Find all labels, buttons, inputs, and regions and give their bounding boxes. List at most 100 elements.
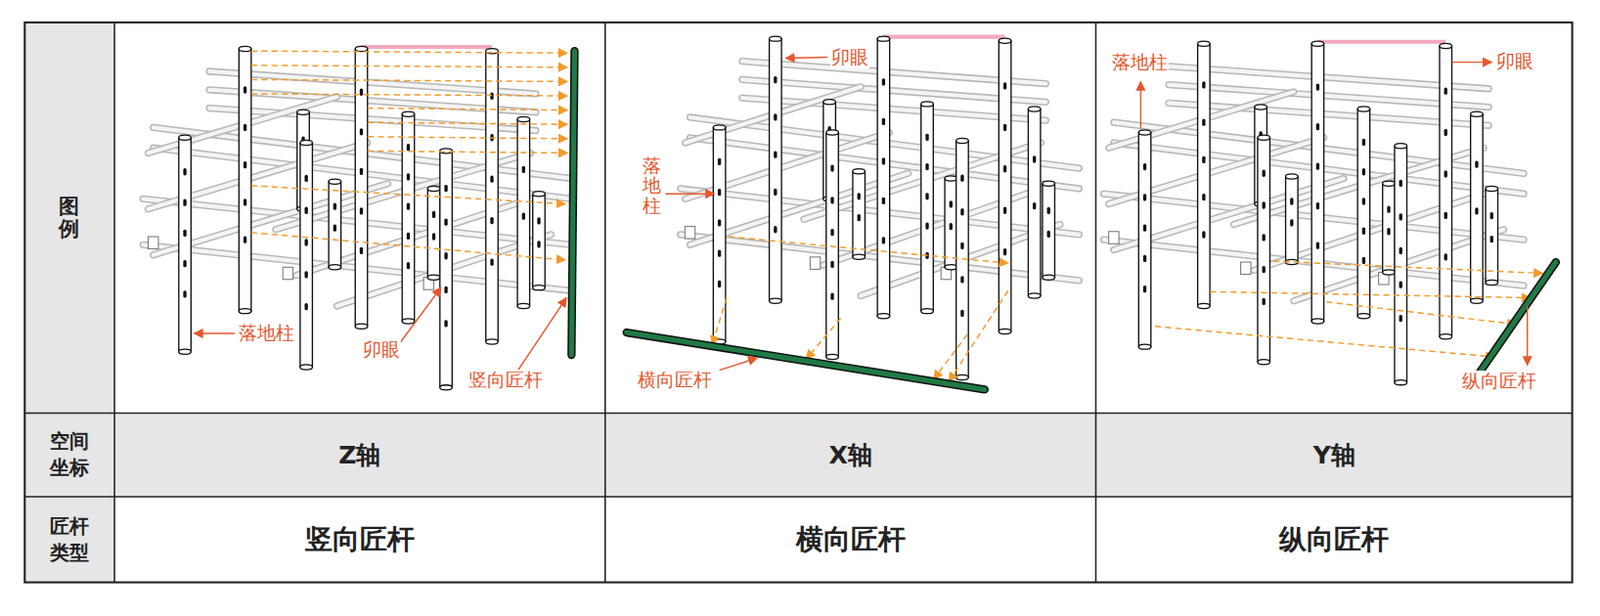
mortise-hole — [882, 197, 886, 205]
mortise-hole — [406, 203, 410, 211]
mortise-hole — [882, 157, 886, 165]
mortise-hole — [1289, 219, 1293, 226]
column-top — [826, 130, 840, 135]
mortise-hole — [1444, 87, 1448, 94]
column-base — [1382, 269, 1396, 275]
table-cell: 横向匠杆 — [605, 496, 1097, 583]
mortise-hole — [857, 214, 861, 222]
column-top — [769, 36, 783, 42]
mortise-hole — [444, 286, 447, 294]
mortise-hole — [1474, 207, 1478, 215]
column-top — [178, 134, 192, 140]
column-top — [238, 45, 252, 51]
dashed-arrow — [1155, 326, 1495, 357]
mortise-hole — [444, 219, 447, 226]
mortise-hole — [243, 124, 247, 132]
column-top — [1254, 104, 1268, 110]
mortise-hole — [1316, 242, 1320, 250]
mortise-hole — [960, 175, 964, 182]
mortise-hole — [243, 236, 247, 244]
column — [533, 193, 546, 288]
mortise-hole — [359, 168, 363, 176]
pink-bar — [1317, 40, 1446, 45]
mortise-hole — [830, 261, 834, 268]
mortise-hole — [1474, 161, 1478, 169]
column-top — [1286, 174, 1299, 179]
column — [1257, 137, 1271, 362]
table-cell: 匠杆类型 — [24, 496, 115, 583]
column — [178, 137, 192, 353]
mortise-hole — [1032, 155, 1036, 163]
mortise-hole — [489, 217, 493, 224]
mortise-hole — [1201, 118, 1205, 126]
mortise-hole — [717, 188, 721, 196]
mortise-hole — [1316, 162, 1320, 170]
mortise-hole — [536, 240, 540, 248]
mortise-hole — [830, 228, 834, 236]
mortise-hole — [522, 166, 526, 174]
column-base — [238, 309, 252, 314]
mortise-hole — [304, 175, 308, 182]
part-label: 卯眼 — [1495, 50, 1535, 73]
dashed-arrow — [933, 334, 968, 380]
mortise-hole — [444, 184, 447, 192]
mortise-hole — [773, 113, 777, 121]
mortise-hole — [304, 270, 308, 278]
mortise-hole — [773, 225, 777, 233]
column-top — [852, 169, 866, 175]
column — [328, 181, 342, 268]
mortise-hole — [1444, 170, 1448, 178]
column-base — [1027, 293, 1041, 299]
scaffold — [1104, 41, 1524, 386]
column — [1357, 109, 1371, 317]
column-base — [328, 265, 342, 270]
part-label: 横向匠杆 — [636, 369, 713, 392]
dashed-arrow — [367, 108, 568, 111]
mortise-hole — [182, 198, 186, 206]
column-base — [300, 364, 313, 370]
column-top — [517, 116, 531, 122]
column — [1138, 133, 1152, 348]
column-base — [921, 309, 934, 314]
mortise-hole — [1362, 197, 1366, 205]
mortise-hole — [243, 86, 247, 93]
scaffold — [680, 36, 1079, 381]
mortise-hole — [1047, 207, 1051, 215]
column-top — [440, 148, 453, 154]
scaffold — [142, 45, 572, 391]
mortise-hole — [182, 229, 186, 237]
mortise-hole — [1490, 212, 1494, 220]
leader-line — [193, 332, 235, 334]
table-cell: 纵向匠杆 — [1096, 496, 1573, 583]
mortise-hole — [489, 176, 493, 183]
mortise-hole — [960, 208, 964, 216]
mortise-hole — [1032, 202, 1036, 210]
bracket — [1109, 231, 1119, 245]
column-top — [1394, 143, 1408, 149]
axis-cell: X轴 — [828, 439, 872, 472]
mortise-hole — [444, 252, 447, 260]
mortise-hole — [1003, 165, 1007, 173]
column — [1439, 45, 1453, 337]
dashed-arrow — [251, 65, 568, 68]
mortise-hole — [925, 222, 929, 229]
column-base — [401, 318, 415, 324]
column-top — [1138, 130, 1152, 135]
bracket — [1241, 262, 1251, 275]
mortise-hole — [1444, 129, 1448, 136]
dashed-arrow — [367, 150, 568, 153]
mortise-hole — [182, 168, 186, 176]
mortise-hole — [359, 207, 363, 215]
mortise-hole — [243, 198, 247, 206]
table-rule — [113, 22, 116, 583]
leader-line — [1526, 306, 1528, 365]
mortise-hole — [1399, 280, 1403, 288]
mortise-hole — [717, 250, 721, 258]
column — [517, 119, 531, 307]
dashed-arrow — [251, 232, 566, 261]
mortise-hole — [925, 133, 929, 141]
column-base — [533, 285, 546, 291]
mortise-hole — [949, 200, 953, 208]
mortise-hole — [1362, 138, 1366, 146]
mortise-hole — [925, 163, 929, 171]
